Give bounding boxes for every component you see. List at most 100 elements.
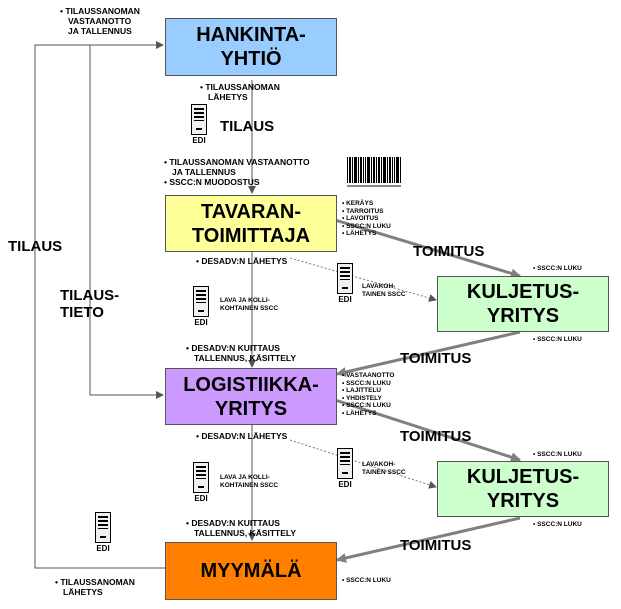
lavakoh-label-2: LAVAKOH- TAINEN SSCC xyxy=(362,461,406,476)
lavakoh-label-1-a: LAVAKOH- xyxy=(362,283,396,290)
toimitus-arrow-2 xyxy=(336,330,521,377)
lava-label-1-a: LAVA JA KOLLI- xyxy=(220,297,270,304)
box-hankintayhtio-line2: YHTIÖ xyxy=(220,48,282,70)
box-tavarantoimittaja: TAVARAN- TOIMITTAJA xyxy=(165,195,337,252)
note-tav-receive-1: • TILAUSSANOMAN VASTAANOTTO xyxy=(164,157,310,167)
tav-actions: • KERÄYS • TARROITUS • LAVOITUS • SSCC:N… xyxy=(342,200,391,238)
tav-action-2: • TARROITUS xyxy=(342,207,384,215)
box-kuljetusyritys-2-line1: KULJETUS- xyxy=(466,466,580,488)
label-toimitus-3: TOIMITUS xyxy=(400,428,472,445)
myy-luku: • SSCC:N LUKU xyxy=(342,577,391,584)
lavakoh-label-1: LAVAKOH- TAINEN SSCC xyxy=(362,283,406,298)
barcode-icon xyxy=(347,157,401,187)
box-myymala-line1: MYYMÄLÄ xyxy=(200,560,302,582)
note-hank-send-2: LÄHETYS xyxy=(208,92,248,102)
log-action-4: • YHDISTELY xyxy=(342,394,382,402)
tav-action-4: • SSCC:N LUKU xyxy=(342,222,391,230)
box-hankintayhtio-line1: HANKINTA- xyxy=(196,24,306,46)
box-kuljetusyritys-1: KULJETUS- YRITYS xyxy=(437,276,609,332)
lavakoh-label-2-b: TAINEN SSCC xyxy=(362,468,406,476)
label-tilaustieto-1: TILAUS- xyxy=(60,287,120,304)
note-log-kuittaus-2: TALLENNUS, KÄSITTELY xyxy=(194,353,297,363)
toimitus-arrow-1 xyxy=(334,218,521,279)
note-myy-kuittaus-1: • DESADV:N KUITTAUS xyxy=(186,518,280,528)
note-top-left: • TILAUSSANOMAN VASTAANOTTO JA TALLENNUS xyxy=(60,6,140,36)
lavakoh-label-2-a: LAVAKOH- xyxy=(362,461,396,468)
edi-computer-1: EDI xyxy=(184,104,214,145)
box-logistiikkayritys-line2: YRITYS xyxy=(214,397,288,420)
computer-icon xyxy=(337,448,353,479)
edi-label-1: EDI xyxy=(192,136,206,145)
lava-label-2-a: LAVA JA KOLLI- xyxy=(220,474,270,481)
note-log-kuittaus: • DESADV:N KUITTAUS TALLENNUS, KÄSITTELY xyxy=(186,343,296,363)
k2-out-luku: • SSCC:N LUKU xyxy=(533,521,582,528)
box-myymala: MYYMÄLÄ xyxy=(165,542,337,600)
lava-label-2-b: KOHTAINEN SSCC xyxy=(220,481,279,489)
computer-icon xyxy=(337,263,353,294)
k1-out-luku: • SSCC:N LUKU xyxy=(533,336,582,343)
note-log-desadv: • DESADV:N LÄHETYS xyxy=(196,431,288,441)
tilaus-loop-line xyxy=(34,41,165,569)
label-toimitus-1: TOIMITUS xyxy=(413,243,485,260)
note-hank-send: • TILAUSSANOMAN LÄHETYS xyxy=(200,82,280,102)
desadv-dash-1 xyxy=(289,257,437,302)
log-action-3: • LAJITTELU xyxy=(342,387,382,395)
lava-label-1-b: KOHTAINEN SSCC xyxy=(220,304,279,312)
lavakoh-label-1-b: TAINEN SSCC xyxy=(362,290,406,298)
computer-icon xyxy=(191,104,207,135)
k1-in-luku: • SSCC:N LUKU xyxy=(533,265,582,272)
log-action-5: • SSCC:N LUKU xyxy=(342,402,391,410)
label-tilaus-left: TILAUS xyxy=(8,238,63,255)
note-top-left-2: VASTAANOTTO xyxy=(68,16,132,26)
box-tavarantoimittaja-line1: TAVARAN- xyxy=(201,200,301,223)
lava-label-1: LAVA JA KOLLI- KOHTAINEN SSCC xyxy=(220,297,278,312)
box-hankintayhtio: HANKINTA- YHTIÖ xyxy=(165,18,337,76)
desadv-dash-2 xyxy=(289,439,437,489)
edi-label-2: EDI xyxy=(194,318,208,327)
tilaustieto-line xyxy=(89,45,164,399)
k2-in-luku: • SSCC:N LUKU xyxy=(533,451,582,458)
tav-action-3: • LAVOITUS xyxy=(342,215,379,223)
note-tav-receive: • TILAUSSANOMAN VASTAANOTTO JA TALLENNUS… xyxy=(164,157,310,187)
note-top-left-1: • TILAUSSANOMAN xyxy=(60,6,140,16)
log-action-1: • VASTAANOTTO xyxy=(342,372,395,379)
edi-computer-3: EDI xyxy=(330,263,360,304)
edi-computer-5: EDI xyxy=(330,448,360,489)
box-kuljetusyritys-1-line1: KULJETUS- xyxy=(466,281,580,303)
note-myy-kuittaus-2: TALLENNUS, KÄSITTELY xyxy=(194,528,297,538)
lava-label-2: LAVA JA KOLLI- KOHTAINEN SSCC xyxy=(220,474,278,489)
toimitus-arrow-4 xyxy=(336,516,521,563)
box-kuljetusyritys-1-line2: YRITYS xyxy=(486,305,560,327)
note-tav-desadv: • DESADV:N LÄHETYS xyxy=(196,256,288,266)
tav-action-5: • LÄHETYS xyxy=(342,230,377,238)
note-bottom-left-2: LÄHETYS xyxy=(63,587,103,597)
edi-computer-4: EDI xyxy=(186,462,216,503)
label-toimitus-4: TOIMITUS xyxy=(400,537,472,554)
tav-action-1: • KERÄYS xyxy=(342,200,374,207)
note-tav-receive-3: • SSCC:N MUODOSTUS xyxy=(164,177,260,187)
label-tilaus-mid: TILAUS xyxy=(220,118,275,135)
edi-label-6: EDI xyxy=(96,544,110,553)
computer-icon xyxy=(193,286,209,317)
note-top-left-3: JA TALLENNUS xyxy=(68,26,132,36)
log-actions: • VASTAANOTTO • SSCC:N LUKU • LAJITTELU … xyxy=(342,372,394,418)
box-logistiikkayritys: LOGISTIIKKA- YRITYS xyxy=(165,368,337,425)
toimitus-arrow-3 xyxy=(334,398,521,462)
note-myy-kuittaus: • DESADV:N KUITTAUS TALLENNUS, KÄSITTELY xyxy=(186,518,296,538)
edi-label-5: EDI xyxy=(338,480,352,489)
computer-icon xyxy=(95,512,111,543)
log-action-2: • SSCC:N LUKU xyxy=(342,379,391,387)
label-toimitus-2: TOIMITUS xyxy=(400,350,472,367)
edi-label-3: EDI xyxy=(338,295,352,304)
note-tav-receive-2: JA TALLENNUS xyxy=(172,167,236,177)
note-hank-send-1: • TILAUSSANOMAN xyxy=(200,82,280,92)
box-kuljetusyritys-2: KULJETUS- YRITYS xyxy=(437,461,609,517)
note-bottom-left: • TILAUSSANOMAN LÄHETYS xyxy=(55,577,135,597)
computer-icon xyxy=(193,462,209,493)
edi-computer-6: EDI xyxy=(88,512,118,553)
note-bottom-left-1: • TILAUSSANOMAN xyxy=(55,577,135,587)
log-action-6: • LÄHETYS xyxy=(342,409,377,417)
edi-computer-2: EDI xyxy=(186,286,216,327)
box-kuljetusyritys-2-line2: YRITYS xyxy=(486,490,560,512)
